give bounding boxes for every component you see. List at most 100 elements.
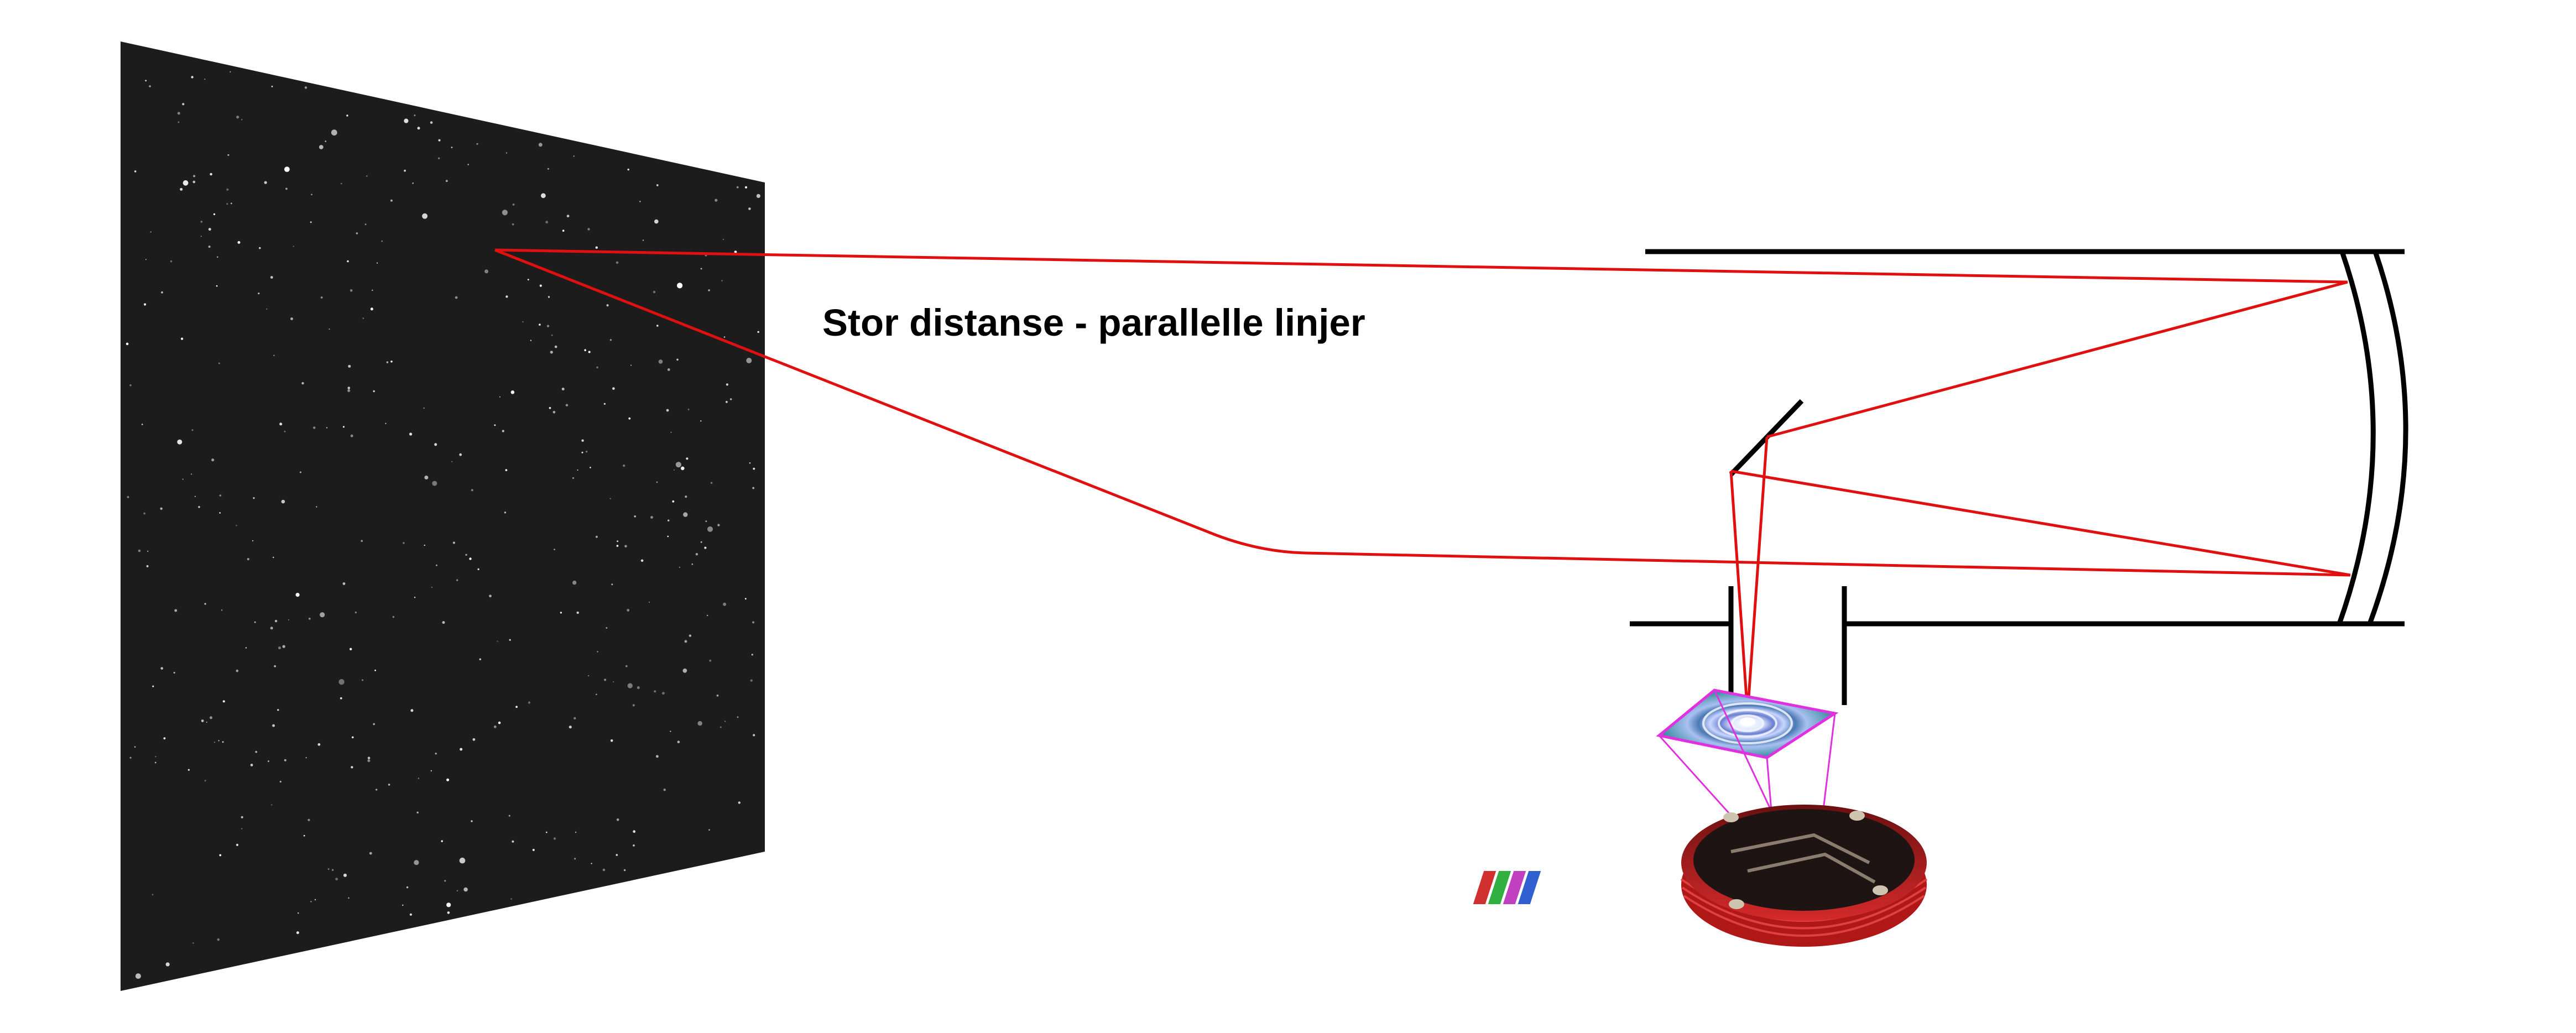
star-dot (460, 748, 463, 751)
star-dot (509, 639, 511, 641)
star-dot (609, 339, 612, 341)
diagram-caption: Stor distanse - parallelle linjer (822, 301, 1365, 344)
star-dot (412, 182, 414, 184)
star-dot (181, 337, 184, 340)
filter-wheel (1473, 805, 1928, 947)
star-dot (409, 913, 413, 916)
star-dot (446, 902, 451, 907)
star-dot (617, 540, 619, 542)
star-dot (623, 869, 626, 872)
star-dot (142, 424, 143, 425)
star-dot (528, 701, 531, 704)
star-dot (273, 556, 274, 559)
star-dot (270, 276, 273, 279)
star-dot (451, 461, 453, 462)
star-dot (191, 429, 194, 431)
star-dot (538, 143, 543, 147)
star-dot (373, 390, 375, 393)
star-dot (219, 854, 222, 857)
star-dot (707, 614, 708, 617)
star-dot (134, 170, 137, 173)
star-dot (606, 304, 609, 307)
star-dot (150, 231, 152, 233)
star-dot (498, 721, 501, 724)
star-dot (343, 873, 347, 877)
star-dot (572, 580, 577, 585)
star-dot (204, 603, 206, 605)
star-dot (554, 345, 557, 348)
star-dot (595, 246, 598, 249)
star-dot (667, 535, 669, 538)
star-dot (611, 583, 613, 586)
star-dot (736, 186, 739, 189)
star-dot (273, 354, 275, 356)
star-dot (757, 331, 759, 333)
star-dot (226, 203, 228, 205)
star-dot (271, 804, 273, 806)
star-dot (616, 261, 619, 264)
star-dot (494, 424, 496, 426)
star-dot (452, 541, 455, 544)
star-dot (554, 549, 555, 550)
star-dot (705, 520, 707, 523)
star-dot (715, 199, 718, 202)
star-dot (145, 80, 147, 82)
star-dot (282, 645, 285, 648)
star-dot (348, 897, 350, 899)
star-dot (165, 962, 170, 967)
star-dot (650, 516, 653, 519)
star-dot (177, 439, 182, 445)
star-dot (550, 351, 553, 354)
star-dot (161, 291, 163, 294)
star-dot (317, 743, 321, 746)
star-dot (303, 834, 305, 837)
star-dot (182, 180, 189, 186)
star-dot (560, 612, 562, 614)
star-dot (471, 820, 473, 822)
star-dot (606, 627, 608, 629)
star-dot (681, 466, 685, 471)
star-dot (502, 430, 504, 432)
star-dot (144, 303, 147, 306)
star-dot (182, 103, 185, 106)
star-dot (313, 426, 316, 429)
star-dot (656, 184, 659, 186)
star-dot (284, 759, 286, 761)
filter-spectrum (1473, 871, 1541, 904)
star-dot (191, 473, 192, 475)
star-dot (530, 340, 532, 341)
star-dot (218, 362, 220, 364)
star-dot (210, 173, 212, 176)
star-dot (335, 878, 338, 881)
ray-lower-incoming (494, 248, 2351, 577)
star-dot (710, 482, 713, 484)
star-dot (604, 679, 607, 681)
star-dot (707, 526, 713, 532)
star-dot (414, 860, 419, 865)
star-dot (522, 321, 524, 323)
star-dot (552, 411, 556, 414)
star-dot (414, 114, 416, 117)
star-dot (670, 731, 671, 732)
star-dot (627, 683, 633, 688)
star-dot (279, 780, 281, 783)
star-dot (445, 180, 448, 182)
star-dot (649, 601, 650, 603)
star-dot (304, 86, 307, 89)
star-dot (484, 269, 489, 274)
star-dot (562, 229, 565, 232)
star-dot (310, 221, 312, 223)
star-dot (628, 417, 631, 420)
star-dot (512, 204, 515, 206)
star-dot (348, 364, 351, 368)
star-dot (653, 290, 656, 294)
star-dot (590, 467, 591, 468)
star-dot (268, 760, 269, 762)
star-dot (573, 717, 576, 719)
star-dot (352, 736, 354, 739)
star-dot (201, 719, 204, 722)
star-dot (603, 403, 606, 405)
ray-to-sensor-right (1746, 436, 1769, 714)
star-dot (390, 199, 393, 202)
star-dot (497, 640, 498, 642)
